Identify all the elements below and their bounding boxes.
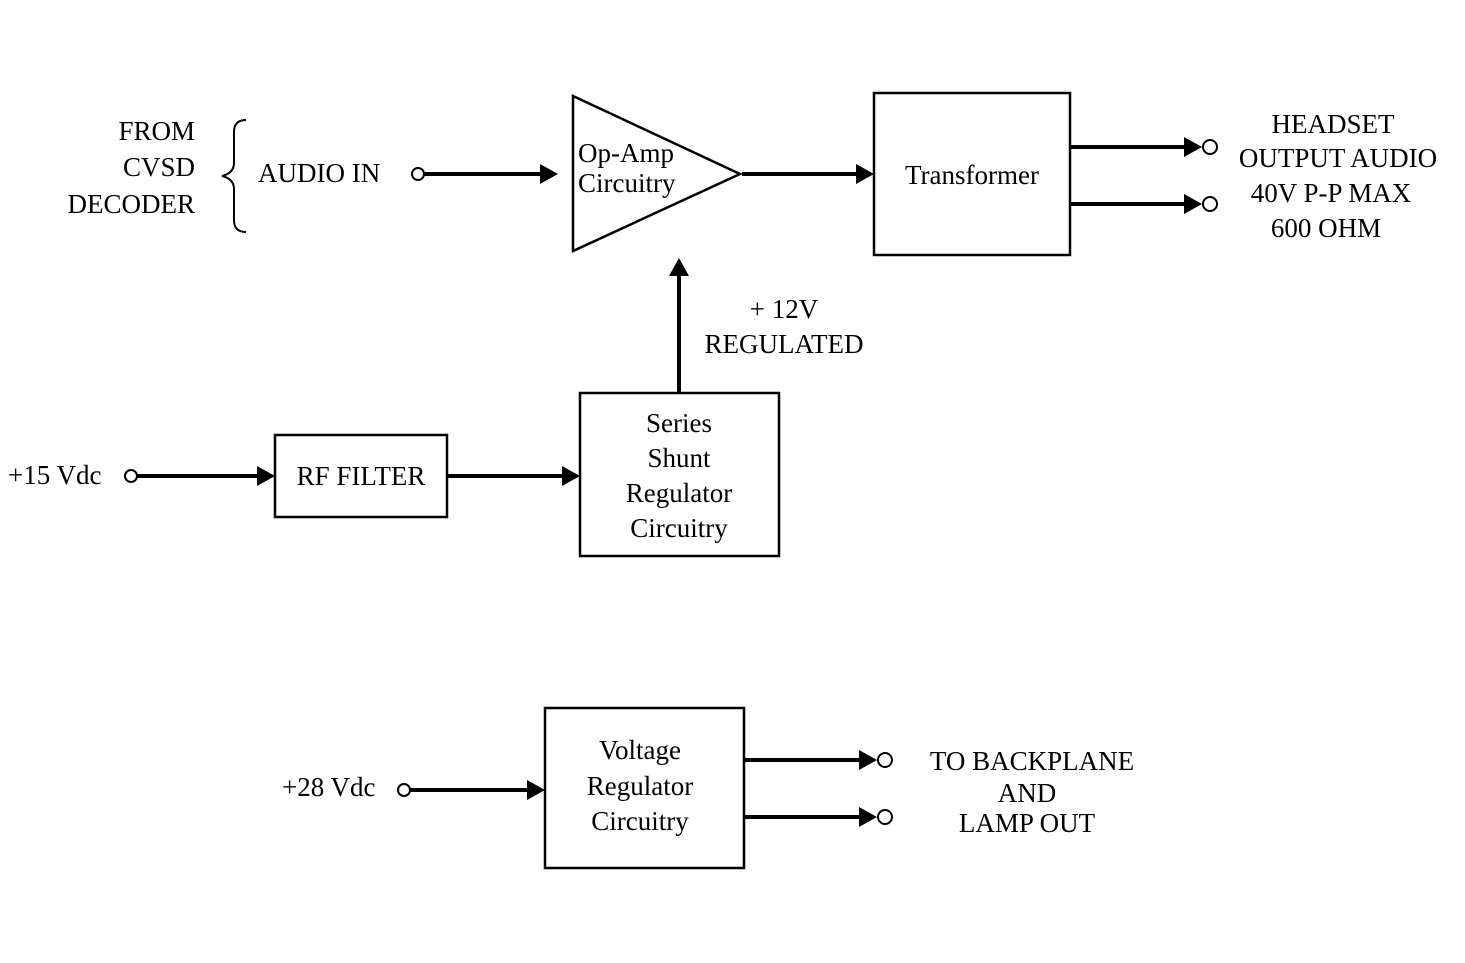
backplane-line-2: AND (998, 778, 1057, 808)
regulated-line-2: REGULATED (705, 329, 864, 359)
headset-terminal-1 (1202, 139, 1218, 155)
voltage-regulator-block (543, 706, 746, 870)
headset-arrow-2 (1184, 194, 1202, 214)
headset-line-1: HEADSET (1272, 109, 1395, 139)
rf-filter-block (273, 433, 449, 519)
series-shunt-line-4: Circuitry (630, 513, 728, 543)
backplane-line-1: TO BACKPLANE (930, 746, 1134, 776)
headset-output-label: HEADSET OUTPUT AUDIO 40V P-P MAX 600 OHM (1239, 109, 1437, 243)
audio-in-arrow (540, 164, 558, 184)
op-amp-triangle (571, 94, 743, 253)
headset-line-2: OUTPUT AUDIO (1239, 143, 1437, 173)
voltage-regulator-line-1: Voltage (599, 735, 681, 765)
backplane-terminal-1 (877, 752, 893, 768)
input-15v-terminal (124, 469, 138, 483)
headset-line-3: 40V P-P MAX (1251, 178, 1412, 208)
regulated-feed-arrow (669, 258, 689, 276)
transformer-label: Transformer (905, 160, 1039, 190)
headset-terminal-2 (1202, 196, 1218, 212)
from-line-2: CVSD (123, 152, 195, 182)
op-amp-line-2: Circuitry (578, 168, 676, 198)
transformer-block (872, 91, 1072, 257)
series-shunt-regulator-block (578, 391, 781, 558)
audio-in-label: AUDIO IN (258, 158, 380, 188)
input-15v-label: +15 Vdc (8, 460, 101, 490)
headset-line-4: 600 OHM (1271, 213, 1381, 243)
source-brace (221, 119, 247, 233)
series-shunt-line-1: Series (646, 408, 712, 438)
rf-filter-label: RF FILTER (297, 461, 426, 491)
from-line-3: DECODER (68, 189, 196, 219)
series-shunt-line-3: Regulator (626, 478, 732, 508)
voltage-regulator-line-3: Circuitry (591, 806, 689, 836)
regulated-line-1: + 12V (750, 294, 819, 324)
audio-in-terminal (411, 167, 425, 181)
op-amp-line-1: Op-Amp (578, 138, 674, 168)
input-28v-label: +28 Vdc (282, 772, 375, 802)
headset-arrow-1 (1184, 137, 1202, 157)
from-line-1: FROM (118, 116, 195, 146)
series-shunt-line-2: Shunt (647, 443, 711, 473)
input-28v-arrow (527, 780, 545, 800)
input-28v-terminal (397, 783, 411, 797)
backplane-terminal-2 (877, 809, 893, 825)
rf-to-regulator-arrow (562, 466, 580, 486)
input-15v-arrow (257, 466, 275, 486)
opamp-to-transformer-arrow (856, 164, 874, 184)
voltage-regulator-line-2: Regulator (587, 771, 693, 801)
audio-source-label: FROM CVSD DECODER (68, 116, 196, 219)
backplane-output-label: TO BACKPLANE AND LAMP OUT (930, 746, 1134, 838)
backplane-line-3: LAMP OUT (959, 808, 1096, 838)
backplane-arrow-2 (859, 807, 877, 827)
backplane-arrow-1 (859, 750, 877, 770)
